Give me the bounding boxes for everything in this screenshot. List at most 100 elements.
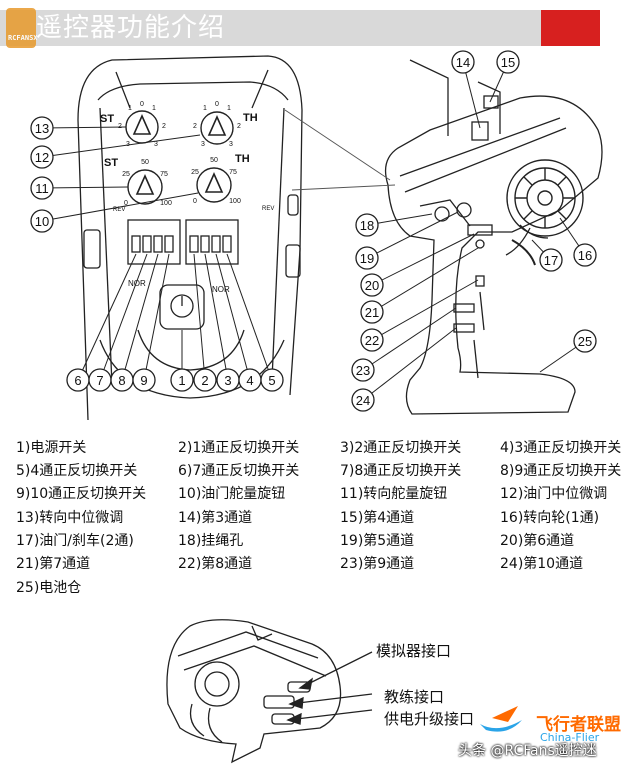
callout-circle-18: [355, 213, 379, 237]
callout-number-21: 21: [365, 305, 379, 320]
rate-tick-label: 25: [122, 171, 130, 178]
legend-item: 3)2通正反切换开关: [340, 440, 462, 456]
trim-tick-label: 1: [227, 105, 231, 112]
header-bar: [0, 10, 600, 46]
trim-tick-label: 1: [152, 105, 156, 112]
trim-tick-label: 2: [118, 123, 122, 130]
panel-inner-left: [99, 107, 113, 386]
callout-circle-9: [132, 368, 156, 392]
rate-tick-label: 100: [229, 198, 241, 205]
brand-logo-text: RCFANSX: [8, 34, 38, 42]
callout-leader-12: [41, 134, 201, 158]
callout-number-23: 23: [356, 363, 370, 378]
legend-item: 21)第7通道: [16, 556, 91, 572]
zoom-connector-top: [284, 109, 391, 181]
callout-number-7: 7: [96, 373, 103, 388]
legend-item: 8)9通正反切换开关: [500, 463, 622, 479]
callout-leader-13: [41, 126, 127, 129]
callout-number-25: 25: [578, 334, 592, 349]
rate-tick-label: 25: [191, 169, 199, 176]
legend-item: 18)挂绳孔: [178, 533, 244, 549]
header-accent: [541, 10, 600, 46]
callout-circle-25: [573, 329, 597, 353]
trim-tick-label: 3: [201, 141, 205, 148]
legend-item: 5)4通正反切换开关: [16, 463, 138, 479]
brand-watermark-logo: [480, 706, 522, 732]
legend-item: 7)8通正反切换开关: [340, 463, 462, 479]
st-label-top: ST: [100, 113, 114, 125]
th-label-bottom: TH: [235, 153, 250, 165]
legend-item: 20)第6通道: [500, 533, 575, 549]
callout-number-24: 24: [356, 393, 370, 408]
callout-leader-10: [41, 192, 199, 222]
trim-tick-label: 0: [215, 101, 219, 108]
callout-circle-21: [360, 300, 384, 324]
callout-number-20: 20: [365, 278, 379, 293]
callout-leader-5: [226, 253, 273, 381]
simulator-port-label: 模拟器接口: [376, 642, 452, 660]
callout-number-6: 6: [74, 373, 81, 388]
watermark-source: 头条 @RCFans遥控迷: [458, 743, 597, 759]
legend-item: 17)油门/刹车(2通): [16, 533, 134, 549]
callout-leader-23: [362, 307, 457, 371]
callout-circle-23: [351, 358, 375, 382]
callout-number-3: 3: [224, 373, 231, 388]
rate-tick-label: 75: [229, 169, 237, 176]
th-label-top: TH: [243, 112, 258, 124]
legend-item: 13)转向中位微调: [16, 510, 124, 526]
legend-item: 4)3通正反切换开关: [500, 440, 622, 456]
rate-tick-label: 100: [160, 200, 172, 207]
switch-block-left: [127, 219, 181, 265]
zoom-connector-bottom: [291, 184, 396, 191]
legend-item: 14)第3通道: [178, 510, 253, 526]
callout-leader-22: [371, 279, 479, 341]
callout-number-11: 11: [35, 181, 49, 196]
callout-number-14: 14: [456, 55, 470, 70]
power-button: [159, 284, 205, 330]
callout-circle-5: [260, 368, 284, 392]
callout-circle-24: [351, 388, 375, 412]
callout-leader-4: [215, 253, 251, 381]
steering-wheel: [506, 159, 584, 237]
legend-item: 12)油门中位微调: [500, 486, 608, 502]
callout-circle-16: [573, 243, 597, 267]
callout-number-16: 16: [578, 248, 592, 263]
callout-number-5: 5: [268, 373, 275, 388]
rate-tick-label: 50: [210, 157, 218, 164]
rate-tick-label: 75: [160, 171, 168, 178]
rate-tick-label: 50: [141, 159, 149, 166]
trim-tick-label: 0: [140, 101, 144, 108]
callout-circle-2: [193, 368, 217, 392]
callout-number-19: 19: [360, 251, 374, 266]
callout-number-8: 8: [118, 373, 125, 388]
power-upgrade-port-label: 供电升级接口: [384, 710, 475, 728]
callout-leader-7: [99, 253, 148, 381]
trim-tick-label: 3: [126, 141, 130, 148]
callout-leader-8: [121, 253, 159, 381]
callout-circle-11: [30, 176, 54, 200]
callout-leader-20: [371, 233, 475, 286]
legend-item: 23)第9通道: [340, 556, 415, 572]
callout-circle-1: [170, 368, 194, 392]
callout-leader-2: [193, 253, 206, 381]
trim-tick-label: 3: [154, 141, 158, 148]
callout-number-18: 18: [360, 218, 374, 233]
legend-item: 6)7通正反切换开关: [178, 463, 300, 479]
rate-tick-label: 0: [124, 200, 128, 207]
callout-number-15: 15: [501, 55, 515, 70]
panel-outline: [77, 55, 303, 421]
callout-circle-20: [360, 273, 384, 297]
nor-label-left: NOR: [128, 279, 146, 288]
legend-item: 24)第10通道: [500, 556, 584, 572]
trim-tick-label: 2: [193, 123, 197, 130]
callout-circle-14: [451, 50, 475, 74]
callout-circle-10: [30, 209, 54, 233]
legend-item: 9)10通正反切换开关: [16, 486, 147, 502]
legend-item: 10)油门舵量旋钮: [178, 486, 286, 502]
trim-tick-label: 2: [162, 123, 166, 130]
panel-inner-right: [271, 107, 285, 381]
callout-leader-11: [41, 186, 129, 189]
callout-number-12: 12: [35, 150, 49, 165]
callout-circle-12: [30, 145, 54, 169]
